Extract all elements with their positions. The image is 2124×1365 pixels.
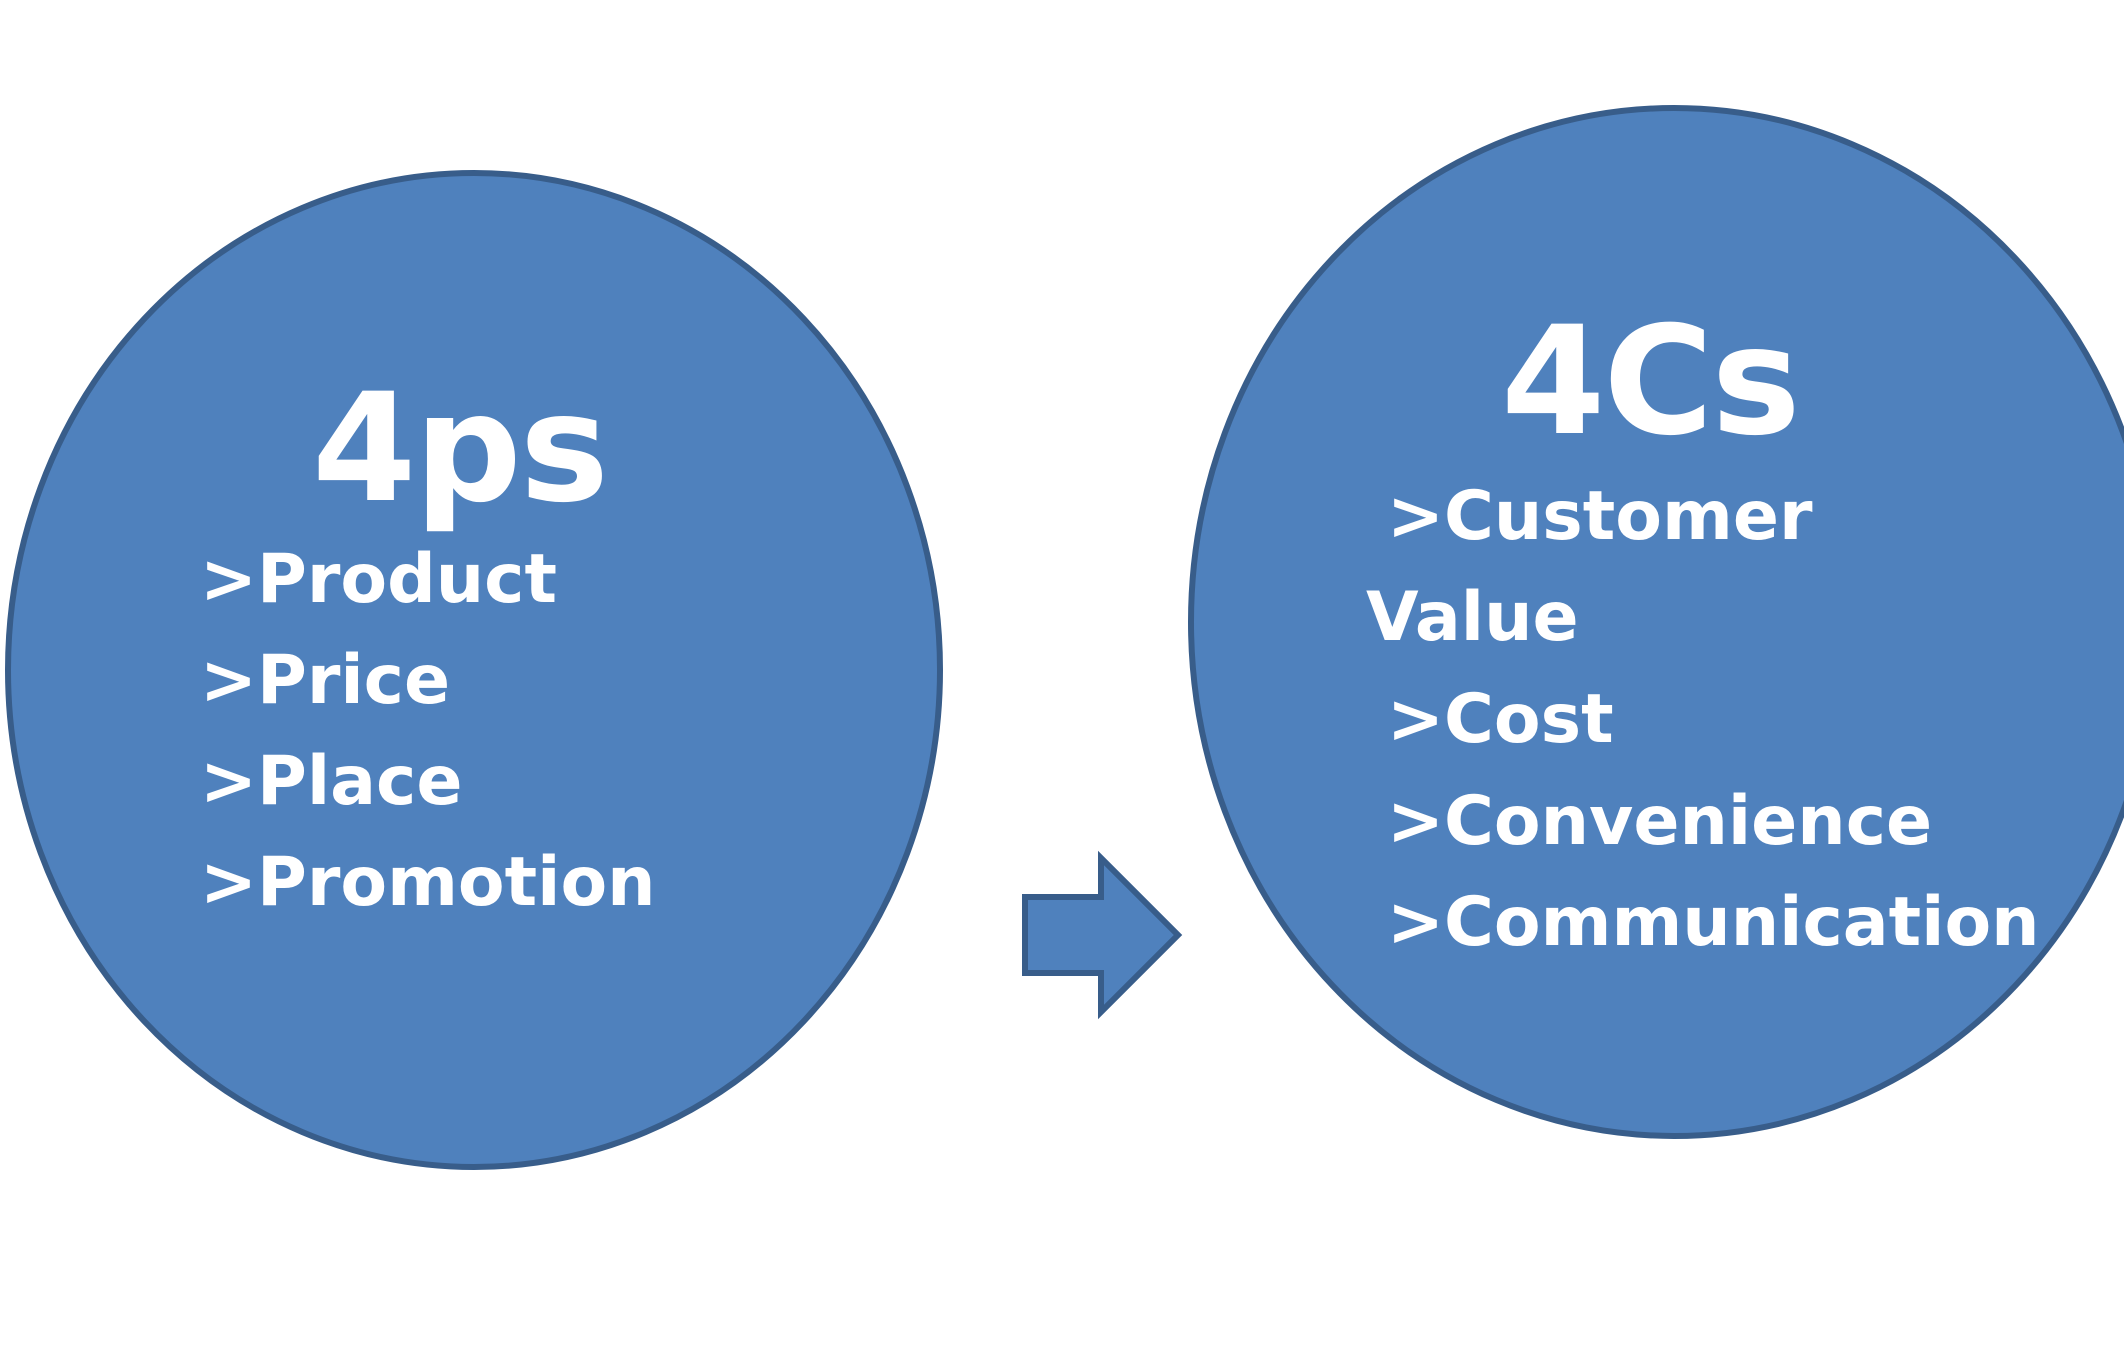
right-circle-item: Value: [1366, 578, 1579, 657]
left-circle: [5, 170, 943, 1170]
left-circle-title: 4ps: [312, 362, 609, 536]
left-circle-item: >Promotion: [200, 843, 656, 922]
right-circle-item: >Convenience: [1387, 782, 1933, 861]
right-circle-item: >Communication: [1387, 883, 2040, 962]
right-circle-title: 4Cs: [1501, 295, 1801, 469]
right-circle-item: >Customer: [1387, 477, 1813, 556]
right-circle: [1188, 105, 2124, 1139]
left-circle-item: >Price: [200, 641, 451, 720]
left-circle-item: >Place: [200, 742, 463, 821]
right-arrow-icon: [1022, 850, 1183, 1020]
right-circle-item: >Cost: [1387, 680, 1614, 759]
left-circle-item: >Product: [200, 540, 557, 619]
